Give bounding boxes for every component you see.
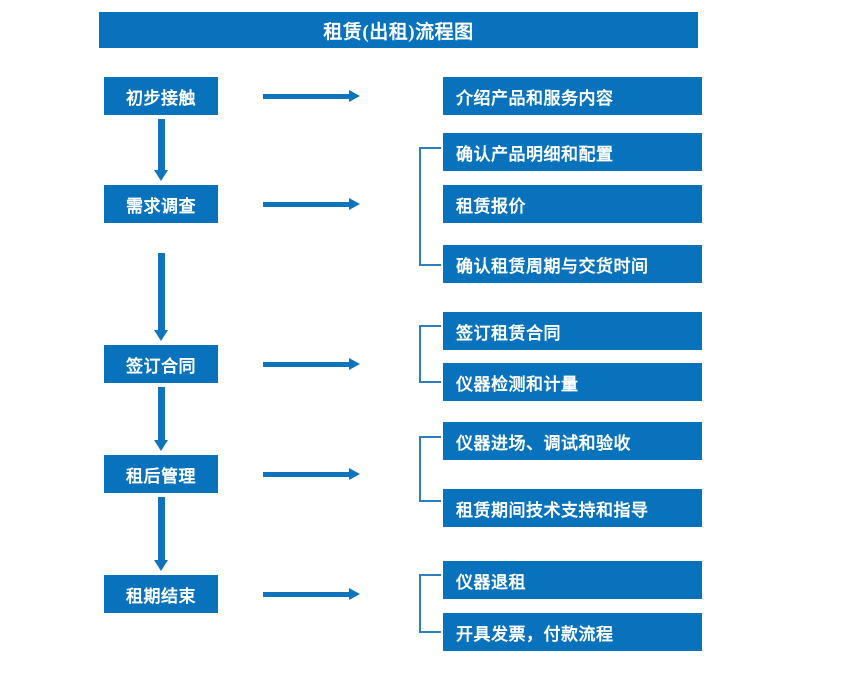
- diagram-title: 租赁(出租)流程图: [323, 21, 474, 43]
- down-arrow-icon-stage3-stage4: [154, 387, 168, 451]
- arrow-head: [349, 358, 360, 370]
- arrow-shaft: [158, 119, 165, 170]
- bracket-connector-stage4: [419, 436, 441, 502]
- stage-label: 签订合同: [126, 356, 196, 376]
- arrow-shaft: [263, 362, 351, 367]
- arrow-shaft: [263, 202, 351, 207]
- arrow-head: [349, 90, 360, 102]
- bracket-connector-stage3: [419, 325, 441, 383]
- detail-label: 仪器退租: [456, 572, 526, 592]
- stage-box-zuqi-jieshu[interactable]: 租期结束: [104, 575, 218, 613]
- arrow-head: [154, 440, 168, 451]
- detail-label: 租赁报价: [456, 196, 526, 216]
- stage-box-zuhou-guanli[interactable]: 租后管理: [104, 455, 218, 493]
- detail-label: 确认产品明细和配置: [456, 144, 614, 164]
- stage-box-xuqiu-diaocha[interactable]: 需求调查: [104, 185, 218, 223]
- detail-box-qianding-zulin-hetong[interactable]: 签订租赁合同: [443, 312, 702, 350]
- stage-label: 初步接触: [126, 88, 196, 108]
- detail-label: 租赁期间技术支持和指导: [456, 500, 649, 520]
- stage-label: 租后管理: [126, 466, 196, 486]
- stage-box-chubu-jiechu[interactable]: 初步接触: [104, 77, 218, 115]
- detail-label: 仪器进场、调试和验收: [456, 433, 631, 453]
- detail-box-jishu-zhichi[interactable]: 租赁期间技术支持和指导: [443, 489, 702, 527]
- detail-label: 确认租赁周期与交货时间: [456, 256, 649, 276]
- down-arrow-icon-stage1-stage2: [154, 119, 168, 181]
- detail-box-kaiju-fapiao[interactable]: 开具发票，付款流程: [443, 613, 702, 651]
- stage-box-qianding-hetong[interactable]: 签订合同: [104, 345, 218, 383]
- arrow-shaft: [158, 387, 165, 440]
- stage-label: 需求调查: [126, 196, 196, 216]
- down-arrow-icon-stage4-stage5: [154, 497, 168, 571]
- arrow-head: [349, 468, 360, 480]
- arrow-shaft: [263, 94, 351, 99]
- stage-label: 租期结束: [126, 586, 196, 606]
- arrow-head: [349, 588, 360, 600]
- detail-label: 仪器检测和计量: [456, 374, 579, 394]
- detail-box-queren-zhouqi[interactable]: 确认租赁周期与交货时间: [443, 245, 702, 283]
- detail-label: 介绍产品和服务内容: [456, 88, 614, 108]
- arrow-head: [154, 170, 168, 181]
- arrow-head: [154, 330, 168, 341]
- detail-box-yiqi-jiance[interactable]: 仪器检测和计量: [443, 363, 702, 401]
- diagram-title-bar: 租赁(出租)流程图: [99, 12, 698, 48]
- bracket-connector-stage5: [419, 574, 441, 633]
- detail-label: 签订租赁合同: [456, 323, 561, 343]
- arrow-shaft: [158, 253, 165, 330]
- detail-label: 开具发票，付款流程: [456, 624, 614, 644]
- detail-box-yiqi-jinchang[interactable]: 仪器进场、调试和验收: [443, 422, 702, 460]
- arrow-head: [349, 198, 360, 210]
- down-arrow-icon-stage2-stage3: [154, 253, 168, 341]
- arrow-shaft: [158, 497, 165, 560]
- detail-box-jieshao-chanpin[interactable]: 介绍产品和服务内容: [443, 77, 702, 115]
- detail-box-zulin-baojia[interactable]: 租赁报价: [443, 185, 702, 223]
- arrow-head: [154, 560, 168, 571]
- detail-box-queren-mingxi[interactable]: 确认产品明细和配置: [443, 133, 702, 171]
- bracket-connector-stage2: [419, 147, 441, 266]
- arrow-shaft: [263, 592, 351, 597]
- arrow-shaft: [263, 472, 351, 477]
- detail-box-yiqi-tuizu[interactable]: 仪器退租: [443, 561, 702, 599]
